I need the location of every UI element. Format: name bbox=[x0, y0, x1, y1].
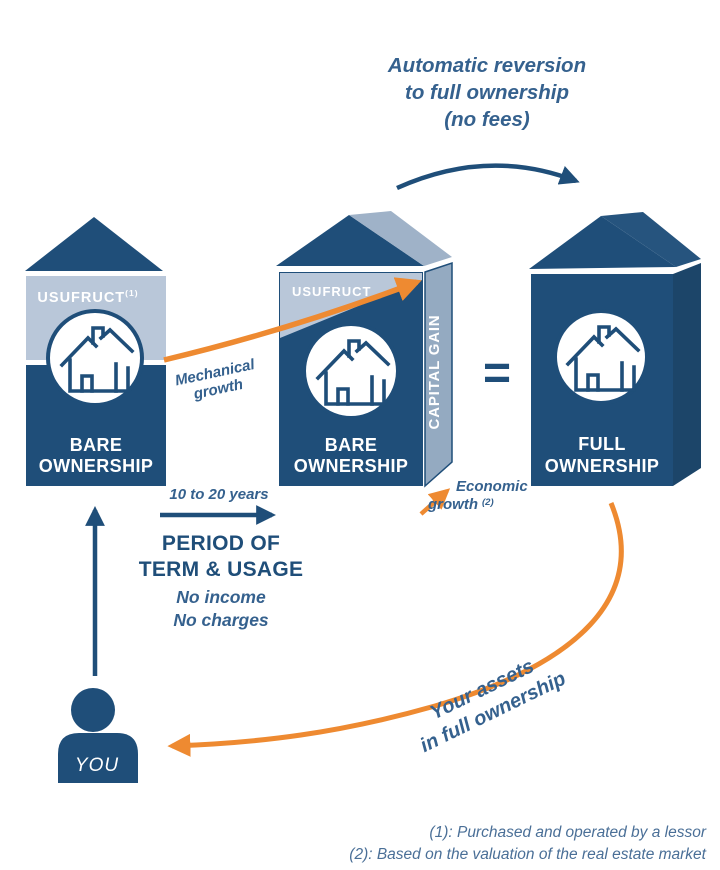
economic-growth-arrow bbox=[419, 488, 451, 516]
period-title-line-1: PERIOD OF bbox=[162, 532, 280, 555]
mechanical-growth-label: Mechanical growth bbox=[173, 356, 256, 403]
footnote-2: (2): Based on the valuation of the real … bbox=[349, 846, 706, 863]
usufruct-band-label: USUFRUCT(1) bbox=[37, 288, 138, 306]
person-head bbox=[71, 688, 115, 732]
economic-growth-line-2: growth (2) bbox=[427, 496, 494, 513]
roof-front bbox=[276, 215, 424, 266]
period-note-line-2: No charges bbox=[173, 610, 269, 630]
assets-return-arrow bbox=[167, 502, 624, 757]
usufruct-band-sup: (1) bbox=[125, 288, 138, 298]
reversion-note-line-2: to full ownership bbox=[405, 81, 569, 104]
house-name-line-2: OWNERSHIP bbox=[39, 456, 154, 476]
roof-facet bbox=[601, 212, 701, 267]
person-body bbox=[58, 733, 138, 783]
equals-sign: = bbox=[483, 347, 511, 400]
reversion-note-line-1: Automatic reversion bbox=[387, 54, 586, 77]
icon-circle bbox=[553, 309, 649, 405]
economic-growth: Economic growth (2) bbox=[419, 478, 528, 516]
period-block: 10 to 20 years PERIOD OF TERM & USAGE No… bbox=[139, 486, 304, 630]
roof bbox=[25, 217, 163, 271]
house-name-line-2: OWNERSHIP bbox=[294, 456, 409, 476]
house-name-line-1: FULL bbox=[578, 434, 626, 454]
capital-gain-side bbox=[424, 261, 453, 488]
economic-growth-line-1: Economic bbox=[456, 478, 528, 495]
period-note-line-1: No income bbox=[176, 587, 266, 607]
house-name-line-1: BARE bbox=[325, 435, 378, 455]
house-name-line-1: BARE bbox=[70, 435, 123, 455]
period-title-line-2: TERM & USAGE bbox=[139, 558, 304, 581]
house-side bbox=[673, 263, 701, 486]
house-full-ownership: FULL OWNERSHIP bbox=[529, 212, 701, 486]
house-name-line-2: OWNERSHIP bbox=[545, 456, 660, 476]
usufruct-band-text: USUFRUCT bbox=[37, 290, 125, 306]
roof-facet bbox=[349, 211, 452, 266]
economic-growth-word: growth bbox=[427, 496, 478, 513]
mechanical-growth-arrow bbox=[163, 277, 422, 363]
reversion-note: Automatic reversion to full ownership (n… bbox=[387, 54, 586, 191]
roof-front bbox=[529, 216, 676, 269]
reversion-arrow bbox=[396, 163, 580, 191]
you-person: YOU bbox=[58, 688, 138, 783]
usufruct-band-label: USUFRUCT bbox=[292, 284, 372, 299]
house-bare-ownership-capital-gain: USUFRUCT CAPITAL GAIN BARE OWNERSHIP bbox=[276, 211, 453, 488]
footnotes: (1): Purchased and operated by a lessor … bbox=[349, 824, 707, 863]
period-duration: 10 to 20 years bbox=[169, 486, 268, 503]
capital-gain-label: CAPITAL GAIN bbox=[426, 315, 443, 430]
you-label: YOU bbox=[75, 755, 119, 776]
economic-growth-sup: (2) bbox=[482, 497, 494, 508]
footnote-1: (1): Purchased and operated by a lessor bbox=[429, 824, 706, 841]
reversion-note-line-3: (no fees) bbox=[444, 108, 530, 131]
house-bare-ownership-start: USUFRUCT(1) BARE OWNERSHIP bbox=[25, 217, 166, 486]
